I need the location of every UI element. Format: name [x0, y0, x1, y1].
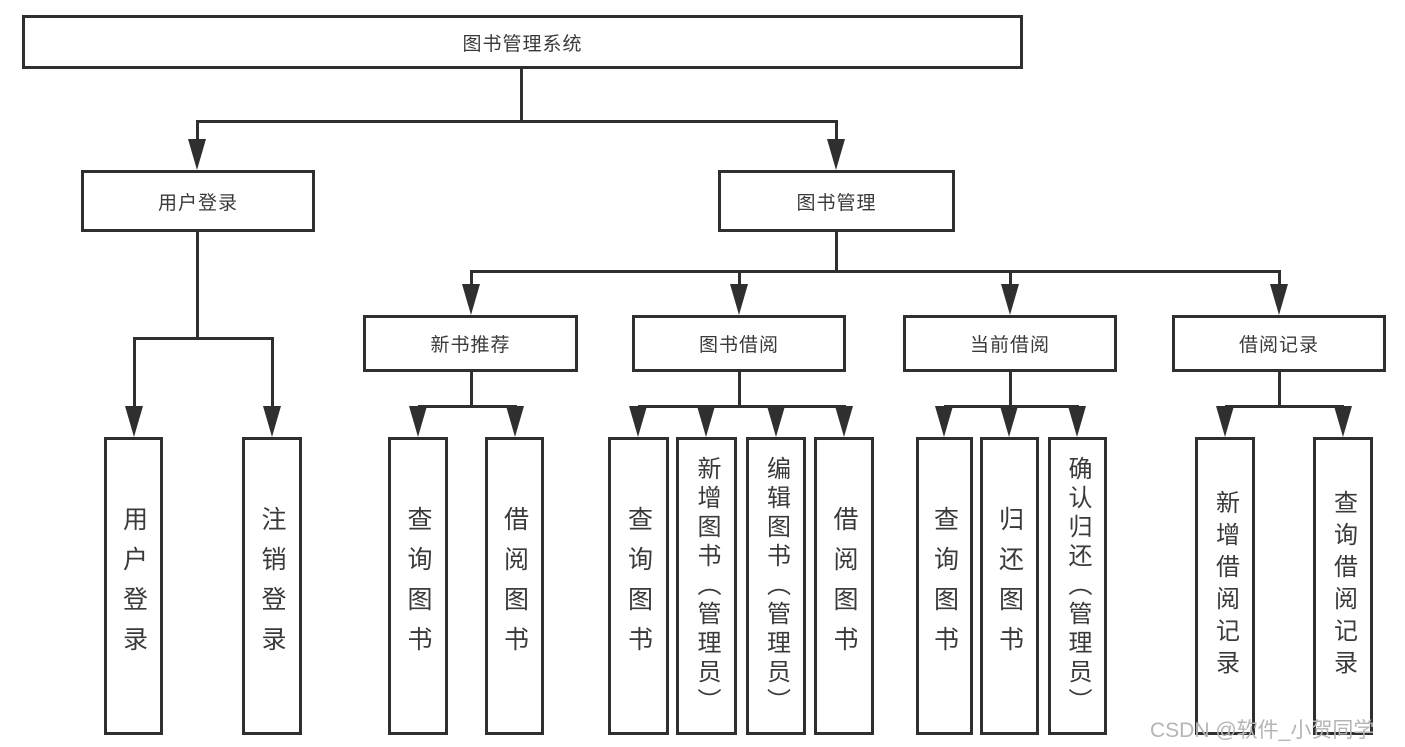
arrow-down-icon: [767, 406, 785, 437]
leaf-label: 借阅图书: [830, 506, 858, 666]
connector: [738, 270, 741, 288]
connector: [1225, 405, 1344, 408]
leaf-edit-books-admin: 编辑图书（管理员）: [746, 437, 806, 735]
arrow-down-icon: [730, 284, 748, 315]
csdn-watermark: CSDN @软件_小贺同学: [1150, 719, 1375, 742]
node-book-borrow: 图书借阅: [632, 315, 846, 372]
arrow-down-icon: [1000, 406, 1018, 437]
leaf-add-borrow-record: 新增借阅记录: [1195, 437, 1255, 735]
leaf-query-books: 查询图书: [608, 437, 669, 735]
node-book-management: 图书管理: [718, 170, 955, 232]
connector: [835, 120, 838, 145]
leaf-label: 查询图书: [930, 506, 959, 666]
connector: [196, 232, 199, 339]
connector: [271, 337, 274, 409]
connector: [133, 337, 136, 409]
leaf-label: 新增借阅记录: [1211, 490, 1239, 682]
node-label: 图书借阅: [698, 335, 779, 356]
arrow-down-icon: [827, 139, 845, 170]
connector: [470, 270, 1281, 273]
leaf-confirm-return-admin: 确认归还（管理员）: [1048, 437, 1107, 735]
arrow-down-icon: [697, 406, 715, 437]
node-label: 图书管理系统: [462, 33, 583, 55]
node-label: 借阅记录: [1238, 335, 1319, 356]
node-borrow-record: 借阅记录: [1172, 315, 1386, 372]
connector: [1009, 270, 1012, 288]
leaf-add-books-admin: 新增图书（管理员）: [676, 437, 737, 735]
leaf-label: 查询借阅记录: [1329, 490, 1357, 682]
leaf-borrow-books: 借阅图书: [485, 437, 544, 735]
connector: [196, 120, 199, 145]
leaf-query-books: 查询图书: [916, 437, 973, 735]
node-new-book-recommend: 新书推荐: [363, 315, 578, 372]
node-user-login: 用户登录: [81, 170, 315, 232]
leaf-label: 归还图书: [995, 506, 1024, 666]
arrow-down-icon: [125, 406, 143, 437]
connector: [738, 372, 741, 407]
connector: [835, 232, 838, 272]
leaf-label: 编辑图书（管理员）: [762, 455, 790, 717]
leaf-label: 新增图书（管理员）: [693, 455, 720, 717]
connector: [1278, 372, 1281, 407]
leaf-label: 确认归还（管理员）: [1064, 455, 1091, 717]
leaf-label: 查询图书: [404, 506, 432, 666]
connector: [638, 405, 846, 408]
leaf-borrow-books: 借阅图书: [814, 437, 874, 735]
leaf-label: 借阅图书: [500, 506, 529, 666]
leaf-user-login: 用户登录: [104, 437, 163, 735]
leaf-label: 用户登录: [119, 506, 148, 666]
leaf-logout: 注销登录: [242, 437, 302, 735]
leaf-label: 查询图书: [624, 506, 653, 666]
arrow-down-icon: [835, 406, 853, 437]
arrow-down-icon: [506, 406, 524, 437]
connector: [418, 405, 517, 408]
arrow-down-icon: [409, 406, 427, 437]
connector: [133, 337, 274, 340]
arrow-down-icon: [462, 284, 480, 315]
arrow-down-icon: [188, 139, 206, 170]
connector: [470, 372, 473, 407]
arrow-down-icon: [1270, 284, 1288, 315]
leaf-return-books: 归还图书: [980, 437, 1039, 735]
node-root: 图书管理系统: [22, 15, 1023, 69]
leaf-query-books: 查询图书: [388, 437, 448, 735]
connector: [520, 66, 523, 122]
leaf-query-borrow-record: 查询借阅记录: [1313, 437, 1373, 735]
connector: [1009, 372, 1012, 407]
connector: [1278, 270, 1281, 288]
arrow-down-icon: [935, 406, 953, 437]
node-current-borrow: 当前借阅: [903, 315, 1117, 372]
arrow-down-icon: [629, 406, 647, 437]
node-label: 用户登录: [157, 192, 238, 214]
arrow-down-icon: [263, 406, 281, 437]
arrow-down-icon: [1334, 406, 1352, 437]
connector: [196, 120, 838, 123]
node-label: 新书推荐: [430, 335, 511, 356]
arrow-down-icon: [1001, 284, 1019, 315]
node-label: 图书管理: [796, 192, 877, 214]
node-label: 当前借阅: [969, 335, 1050, 356]
arrow-down-icon: [1068, 406, 1086, 437]
arrow-down-icon: [1216, 406, 1234, 437]
connector: [470, 270, 473, 288]
leaf-label: 注销登录: [258, 506, 286, 666]
